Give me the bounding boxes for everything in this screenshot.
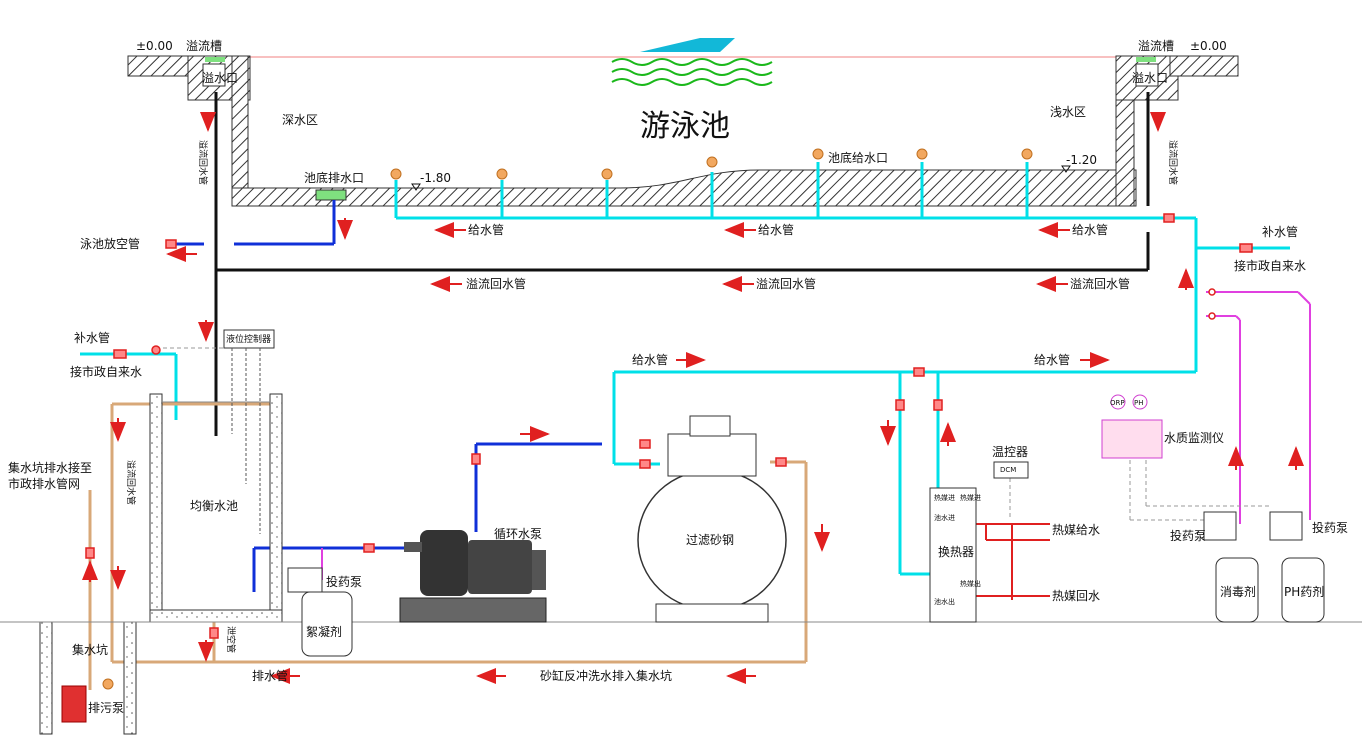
thermostat-label: 温控器 xyxy=(992,445,1028,459)
dosing-pump-left-label: 投药泵 xyxy=(326,574,362,589)
overflow-return-left-vert: 溢流回水管 xyxy=(197,140,209,185)
circulation-pump-label: 循环水泵 xyxy=(494,527,542,541)
shallow-zone-label: 浅水区 xyxy=(1050,105,1086,119)
nozzles xyxy=(102,148,1033,690)
makeup-right-source: 接市政自来水 xyxy=(1234,258,1306,273)
sump-pit xyxy=(39,621,137,735)
overflow-return-right-vert: 溢流回水管 xyxy=(1167,140,1179,185)
supply-pipes xyxy=(80,162,1290,576)
hx-out-top: 池水进 xyxy=(934,513,955,522)
overflow-inlet-left-label: 溢水口 xyxy=(202,71,238,85)
monitor-shape xyxy=(1101,394,1163,459)
heat-return-label: 热媒回水 xyxy=(1052,589,1100,603)
deep-level-label: -1.80 xyxy=(420,171,451,185)
dosing-pump-right-label: 投药泵 xyxy=(1312,520,1348,535)
supply-mid-right-label: 给水管 xyxy=(1034,352,1070,367)
overflow-return-label-1: 溢流回水管 xyxy=(466,276,526,291)
overflow-inlet-right-label: 溢水口 xyxy=(1132,71,1168,85)
hx-out-bottom: 池水出 xyxy=(934,597,955,606)
backwash-label: 砂缸反冲洗水排入集水坑 xyxy=(540,668,672,683)
ph-sensor-label: PH xyxy=(1134,399,1144,407)
level-controller-label: 液位控制器 xyxy=(226,333,271,345)
supply-label-1: 给水管 xyxy=(468,222,504,237)
heat-exchanger-label: 换热器 xyxy=(938,545,974,559)
dcm-label: DCM xyxy=(1000,466,1016,474)
heat-supply-label: 热媒给水 xyxy=(1052,523,1100,537)
empty-pipe-label: 泳池放空管 xyxy=(80,236,140,251)
level-marks xyxy=(411,165,1071,191)
level-controller-box xyxy=(223,329,275,534)
hx-in-top: 热媒进 xyxy=(934,493,955,502)
sand-filter xyxy=(637,415,787,623)
supply-mid-left-label: 给水管 xyxy=(632,352,668,367)
flow-arrows xyxy=(82,112,1304,684)
dosing-pump-mid-label: 投药泵 xyxy=(1170,528,1206,543)
makeup-right-label: 补水管 xyxy=(1262,224,1298,239)
valves xyxy=(85,213,1253,639)
filter-label: 过滤砂钢 xyxy=(686,533,734,547)
sump-label: 集水坑 xyxy=(72,642,108,657)
overflow-return-label-2: 溢流回水管 xyxy=(756,276,816,291)
pool-title: 游泳池 xyxy=(640,109,730,144)
supply-outlet-label: 池底给水口 xyxy=(828,150,888,165)
ph-chemical-label: PH药剂 xyxy=(1284,584,1324,599)
dosing-pump-left-shape xyxy=(287,567,353,657)
drain-pipes xyxy=(88,402,808,690)
level-zero-right: ±0.00 xyxy=(1190,39,1227,53)
sump-note-2: 市政排水管网 xyxy=(8,476,80,491)
shallow-level-label: -1.20 xyxy=(1066,153,1097,167)
sump-note-1: 集水坑排水接至 xyxy=(8,460,92,475)
level-zero-left: ±0.00 xyxy=(136,39,173,53)
hx-heat-in: 热媒进 xyxy=(960,493,981,502)
heat-pipes xyxy=(972,523,1050,600)
chem-pipes xyxy=(321,291,1311,580)
overflow-return-tank-vert: 溢流回水管 xyxy=(125,460,137,505)
makeup-left-source: 接市政自来水 xyxy=(70,364,142,379)
disinfectant-label: 消毒剂 xyxy=(1220,584,1256,599)
signal-lines xyxy=(156,330,1270,521)
drain-tank-vert: 泄空管 xyxy=(225,626,237,653)
supply-label-3: 给水管 xyxy=(1072,222,1108,237)
chem-tanks xyxy=(1203,511,1325,623)
circulation-pump xyxy=(399,530,547,623)
coagulant-label: 絮凝剂 xyxy=(306,624,342,639)
sump-pump-label: 排污泵 xyxy=(88,701,124,715)
overflow-trough-left-label: 溢流槽 xyxy=(186,39,222,53)
overflow-return-label-3: 溢流回水管 xyxy=(1070,276,1130,291)
drain-outlet-label: 池底排水口 xyxy=(304,170,364,185)
monitor-label: 水质监测仪 xyxy=(1164,431,1224,445)
swimmer-icon xyxy=(611,38,773,86)
heat-exchanger-shape xyxy=(929,461,1029,623)
return-pipes xyxy=(214,92,1150,436)
overflow-trough-right-label: 溢流槽 xyxy=(1138,39,1174,53)
deep-zone-label: 深水区 xyxy=(282,113,318,127)
balance-tank xyxy=(149,393,283,623)
balance-tank-label: 均衡水池 xyxy=(190,499,238,513)
orp-label: ORP xyxy=(1110,399,1125,407)
drain-pipe-label: 排水管 xyxy=(252,668,288,683)
supply-label-2: 给水管 xyxy=(758,222,794,237)
makeup-left-label: 补水管 xyxy=(74,330,110,345)
hx-heat-out: 热媒出 xyxy=(960,579,981,588)
